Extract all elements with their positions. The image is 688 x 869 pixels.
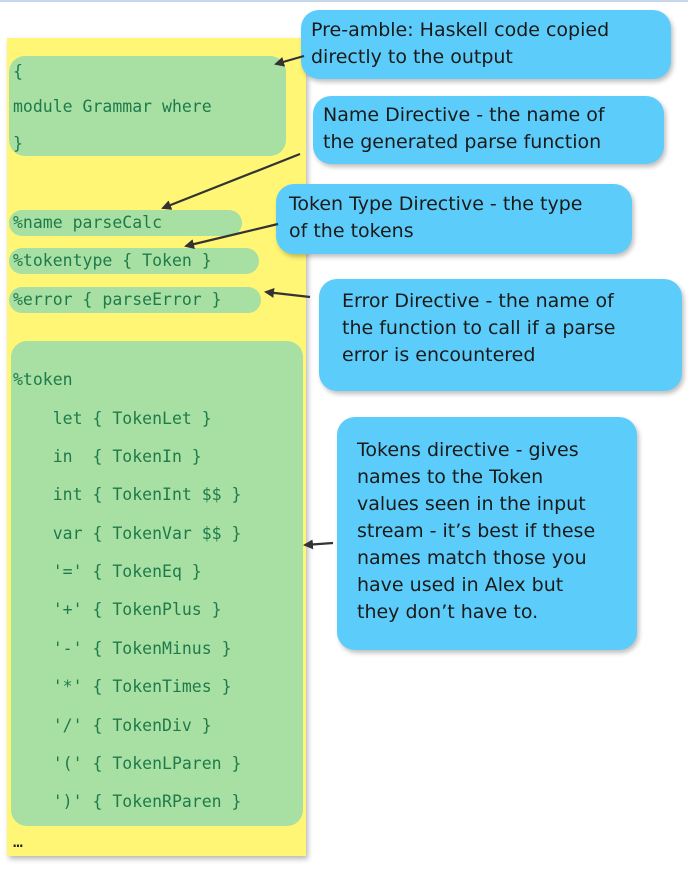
code-line-token: %token: [13, 370, 73, 389]
code-line-tok-lparen: '(' { TokenLParen }: [13, 754, 242, 773]
tokens-directive-line7: they don’t have to.: [357, 601, 539, 623]
code-line-tok-plus: '+' { TokenPlus }: [13, 600, 222, 619]
top-border-line: [0, 0, 688, 2]
error-directive-line2: the function to call if a parse: [342, 317, 616, 339]
code-line-tok-minus: '-' { TokenMinus }: [13, 639, 232, 658]
name-highlight: [9, 210, 242, 236]
name-directive-callout: Name Directive - the name of the generat…: [313, 96, 664, 164]
preamble-callout-line2: directly to the output: [311, 46, 513, 68]
error-directive-line3: error is encountered: [342, 344, 536, 366]
code-line-tok-eq: '=' { TokenEq }: [13, 562, 202, 581]
tokens-highlight: [11, 341, 303, 826]
tokens-directive-line1: Tokens directive - gives: [357, 439, 579, 461]
error-highlight: [9, 287, 261, 313]
tokens-arrow: [303, 539, 334, 550]
code-line-open-brace: {: [13, 62, 23, 81]
code-line-tok-int: int { TokenInt $$ }: [13, 485, 242, 504]
error-directive-callout: Error Directive - the name of the functi…: [319, 279, 682, 391]
name-directive-line1: Name Directive - the name of: [323, 104, 605, 126]
tokens-directive-line4: stream - it’s best if these: [357, 520, 596, 542]
tokentype-directive-callout: Token Type Directive - the type of the t…: [276, 184, 632, 254]
tokens-directive-line5: names match those you: [357, 547, 587, 569]
tokens-directive-line6: have used in Alex but: [357, 574, 564, 596]
name-arrow: [161, 152, 301, 210]
code-line-tok-in: in { TokenIn }: [13, 447, 202, 466]
preamble-highlight: [9, 56, 286, 156]
preamble-callout-line1: Pre-amble: Haskell code copied: [311, 19, 610, 41]
code-line-tok-let: let { TokenLet }: [13, 409, 212, 428]
tokentype-directive-line2: of the tokens: [289, 220, 414, 242]
tokentype-directive-line1: Token Type Directive - the type: [289, 193, 583, 215]
preamble-arrow: [274, 54, 305, 67]
tokens-directive-line3: values seen in the input: [357, 493, 586, 515]
code-line-tok-times: '*' { TokenTimes }: [13, 677, 232, 696]
code-line-tokentype: %tokentype { Token }: [13, 251, 212, 270]
error-directive-line1: Error Directive - the name of: [342, 290, 614, 312]
preamble-callout: Pre-amble: Haskell code copied directly …: [301, 10, 671, 79]
code-line-error: %error { parseError }: [13, 290, 222, 309]
code-ellipsis: …: [13, 832, 23, 851]
code-line-module: module Grammar where: [13, 97, 212, 116]
tokens-directive-callout: Tokens directive - gives names to the To…: [337, 417, 637, 650]
error-arrow: [264, 287, 311, 299]
tokentype-arrow: [184, 222, 279, 250]
code-line-tok-var: var { TokenVar $$ }: [13, 524, 242, 543]
code-line-name: %name parseCalc: [13, 213, 163, 232]
code-line-tok-div: '/' { TokenDiv }: [13, 716, 212, 735]
tokentype-highlight: [9, 248, 259, 274]
tokens-directive-line2: names to the Token: [357, 466, 544, 488]
code-line-tok-rparen: ')' { TokenRParen }: [13, 792, 242, 811]
name-directive-line2: the generated parse function: [323, 131, 602, 153]
code-line-close-brace: }: [13, 134, 23, 153]
